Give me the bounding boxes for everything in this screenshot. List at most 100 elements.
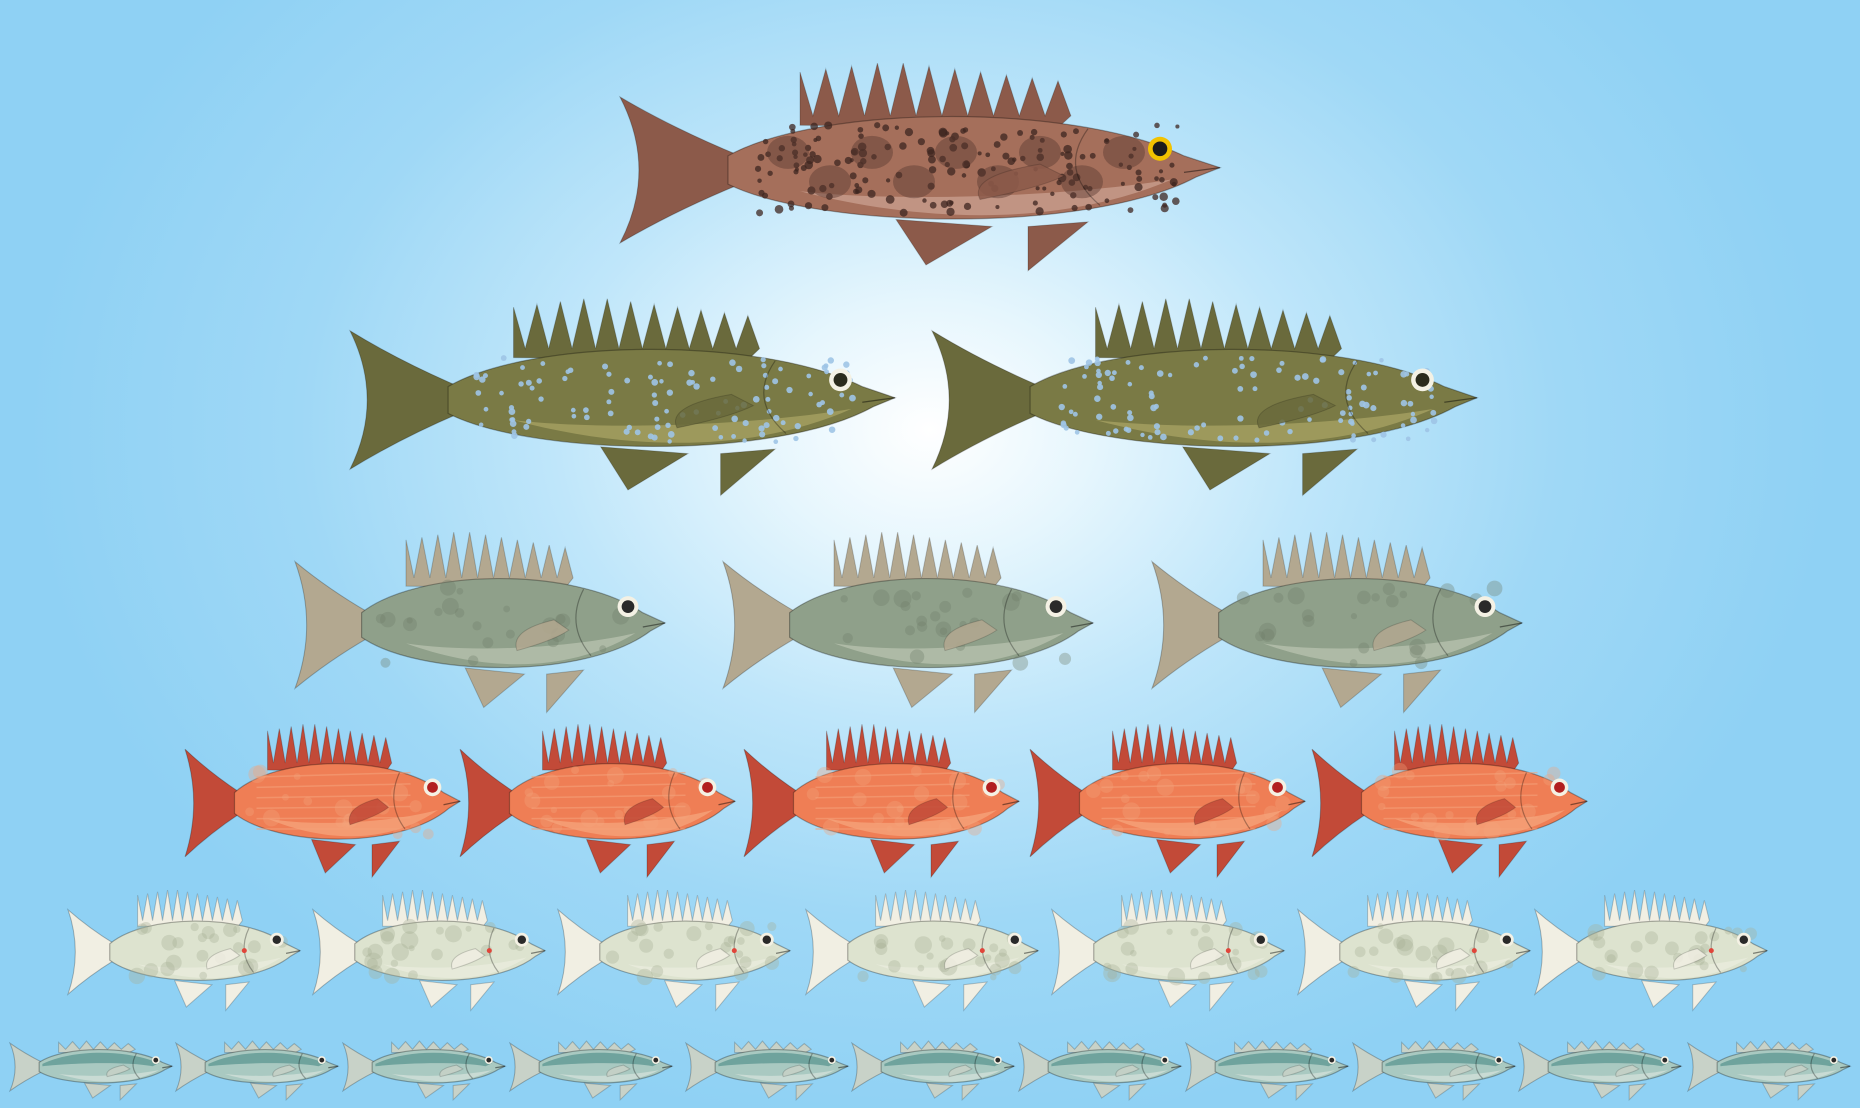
tail-fin <box>313 910 359 995</box>
fish-pupil <box>1496 1058 1501 1063</box>
spot <box>635 429 641 435</box>
spot <box>367 958 378 969</box>
spot <box>423 829 434 840</box>
spot <box>740 956 752 968</box>
spot <box>899 142 907 150</box>
tail-fin <box>343 1043 375 1091</box>
spot <box>624 378 630 384</box>
spot <box>994 141 1001 148</box>
spot <box>1607 954 1616 963</box>
spot <box>1166 929 1172 935</box>
red-mark <box>1472 948 1477 953</box>
spot <box>668 431 675 438</box>
pelvic-fin <box>1404 670 1441 712</box>
spot <box>1253 386 1258 391</box>
spot <box>1351 613 1357 619</box>
spot <box>540 361 545 366</box>
anal-fin <box>665 981 702 1007</box>
tail-fin <box>932 331 1041 469</box>
pelvic-fin <box>962 1084 978 1100</box>
spot <box>737 937 745 945</box>
spot <box>1358 642 1369 653</box>
spot <box>939 601 951 613</box>
scale-line <box>816 818 970 819</box>
spot <box>536 378 542 384</box>
snapper-red-fish <box>744 724 1019 877</box>
spot <box>1162 203 1167 208</box>
spot <box>874 122 880 128</box>
spot <box>1136 170 1142 176</box>
spot <box>1059 653 1071 665</box>
spot <box>1154 123 1160 129</box>
anal-fin <box>871 839 915 873</box>
spot <box>667 361 673 367</box>
spot <box>1232 368 1238 374</box>
spot <box>1275 796 1290 811</box>
fish-pupil <box>995 1058 1000 1063</box>
spot <box>995 205 999 209</box>
tail-fin <box>620 97 740 243</box>
spot <box>1740 965 1747 972</box>
snapper-grey-fish <box>1152 532 1522 712</box>
spot <box>664 949 674 959</box>
spot <box>1106 431 1111 436</box>
spot <box>1113 428 1118 433</box>
spot <box>1370 405 1376 411</box>
emperor-pale-fish <box>806 890 1038 1010</box>
tail-fin <box>1353 1043 1385 1091</box>
spot <box>1127 410 1132 415</box>
spot <box>886 801 903 818</box>
emperor-pale-fish <box>313 890 545 1010</box>
spot <box>503 606 510 613</box>
anal-fin <box>1157 839 1201 873</box>
fish-pupil <box>1662 1058 1667 1063</box>
spot <box>442 598 459 615</box>
spot <box>1194 362 1199 367</box>
spot <box>710 376 715 381</box>
red-mark <box>487 948 492 953</box>
spot <box>501 355 507 361</box>
snapper-grey-fish <box>723 532 1093 712</box>
fish-pupil <box>1050 600 1063 613</box>
spot <box>1361 385 1367 391</box>
spot <box>1090 153 1096 159</box>
anal-fin <box>418 1083 444 1098</box>
spot <box>808 392 813 397</box>
spot <box>1484 822 1502 840</box>
spot <box>538 396 543 401</box>
spot <box>1313 378 1319 384</box>
tail-fin <box>1688 1043 1720 1091</box>
spot <box>568 367 574 373</box>
spot <box>1012 157 1016 161</box>
anal-fin <box>896 219 992 265</box>
spot <box>667 390 673 396</box>
spot <box>763 139 768 144</box>
dark-blotch <box>893 165 935 198</box>
emperor-pale-fish <box>1298 890 1530 1010</box>
spot <box>583 407 589 413</box>
spot <box>506 630 515 639</box>
spot <box>1451 968 1467 984</box>
spot <box>1440 583 1455 598</box>
spot <box>1080 154 1086 160</box>
spot <box>1320 357 1326 363</box>
spot <box>1261 629 1274 642</box>
spot <box>765 397 770 402</box>
pelvic-fin <box>1798 1084 1814 1100</box>
spot <box>1050 192 1054 196</box>
spot <box>817 767 833 783</box>
spot <box>1466 965 1475 974</box>
spot <box>667 439 671 443</box>
spot <box>755 166 761 172</box>
pelvic-fin <box>1463 1084 1479 1100</box>
spot <box>1504 777 1516 789</box>
mackerel-fish <box>1019 1041 1181 1100</box>
spot <box>468 655 478 665</box>
spot <box>1096 414 1102 420</box>
spot <box>729 359 736 366</box>
mackerel-fish <box>176 1041 338 1100</box>
spot <box>1378 803 1385 810</box>
spot <box>144 963 158 977</box>
spot <box>895 126 899 130</box>
